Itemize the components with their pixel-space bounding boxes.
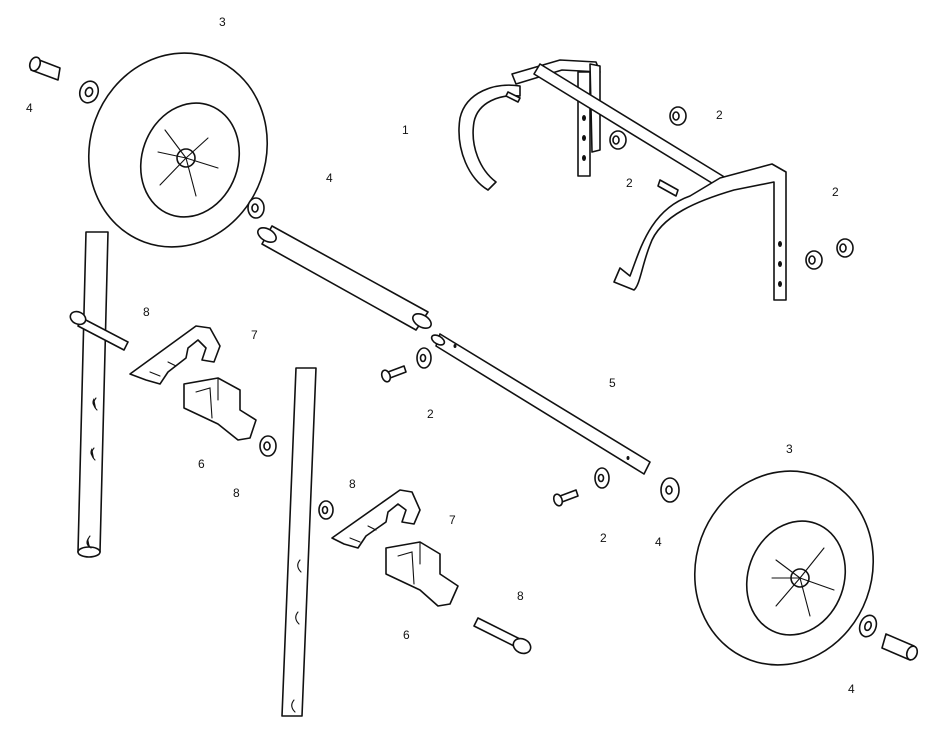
washer-frame-1 [669,106,687,126]
washer-upper-left [78,80,100,104]
washer-lower-right [858,614,878,638]
pin-upper-left [69,310,129,351]
spacer-pin-lower-right [881,633,919,661]
callout-6-a: 6 [198,457,205,471]
callout-1: 1 [402,123,409,137]
callout-8-b: 8 [233,486,240,500]
washer-clamp-upper [259,435,277,457]
callout-4-d: 4 [848,682,855,696]
bracket-upper [129,325,221,385]
washer-mid-2 [594,467,610,489]
callout-2-b: 2 [626,176,633,190]
handle-frame [458,59,787,301]
wheel-upper-left [87,52,269,248]
callout-8-d: 8 [517,589,524,603]
spacer-pin-upper-left [28,56,61,81]
callout-4-c: 4 [655,535,662,549]
pin-lower [473,617,532,655]
callout-2-a: 2 [716,108,723,122]
callout-8-a: 8 [143,305,150,319]
wheel-lower-right [693,470,875,666]
washer-frame-2 [609,130,627,150]
spacer-washer-axle [247,197,265,219]
callout-3-b: 3 [786,442,793,456]
callout-7-b: 7 [449,513,456,527]
callout-5: 5 [609,376,616,390]
axle-rod [430,333,651,475]
washer-frame-4 [836,238,854,258]
clamp-block-upper [183,377,257,441]
callout-2-e: 2 [600,531,607,545]
washer-frame-3 [805,250,823,270]
bolt-mid-2 [552,489,579,507]
clamp-block-lower [385,541,459,607]
axle-tube [257,225,432,331]
callout-6-b: 6 [403,628,410,642]
callout-2-c: 2 [832,185,839,199]
bracket-lower [331,489,421,549]
callout-4-b: 4 [326,171,333,185]
callout-2-d: 2 [427,407,434,421]
washer-mid-1 [416,347,432,369]
bolt-mid-1 [380,365,407,383]
leg-tube-left [77,231,109,558]
callout-8-c: 8 [349,477,356,491]
callout-7-a: 7 [251,328,258,342]
callout-3-a: 3 [219,15,226,29]
leg-tube-right [281,367,317,717]
spacer-washer-lower-right [660,477,680,503]
washer-lower-left [318,500,334,520]
callout-4-a: 4 [26,101,33,115]
